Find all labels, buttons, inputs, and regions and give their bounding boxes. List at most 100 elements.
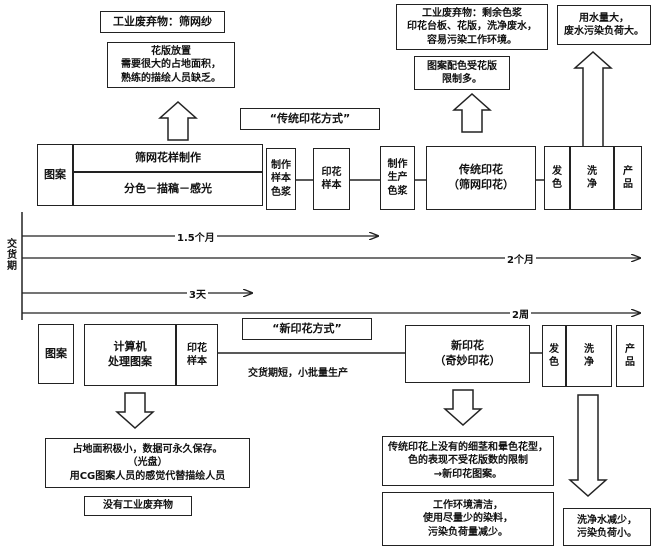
note-line: 工业废弃物：剩余色浆 — [422, 7, 522, 19]
box-label: 图案 — [44, 167, 66, 181]
box-label: 处理图案 — [108, 355, 152, 368]
down-arrow-3 — [568, 394, 608, 498]
box-label: 产 — [623, 165, 633, 177]
note-line: 污染负荷量减少。 — [428, 526, 508, 538]
note-line: （光盘） — [127, 457, 168, 469]
box-label: 色浆 — [387, 185, 408, 197]
note-line: 用水量大， — [579, 12, 629, 24]
note-line: 熟练的描绘人员缺乏。 — [121, 72, 221, 84]
note-no-waste: 没有工业废弃物 — [84, 496, 192, 516]
note-space-data: 占地面积极小，数据可永久保存。 （光盘） 用CG图案人员的感觉代替描绘人员 — [45, 438, 250, 488]
box-label: 净 — [584, 357, 594, 368]
trad-sample-paste-box: 制作 样本 色浆 — [266, 148, 296, 210]
timeline-label-2: 2个月 — [505, 251, 536, 266]
note-line: →新印花图案。 — [433, 468, 503, 480]
box-label: 印花 — [321, 166, 342, 178]
note-line: 用CG图案人员的感觉代替描绘人员 — [69, 470, 226, 482]
box-label: 洗 — [584, 343, 594, 355]
box-label: 制作 — [271, 159, 291, 171]
trad-wash-box: 洗 净 — [570, 146, 614, 210]
trad-product-box: 产 品 — [614, 146, 642, 210]
box-label: 品 — [623, 179, 633, 190]
title-text: “传统印花方式” — [269, 111, 351, 125]
note-line: 工作环境清洁， — [433, 499, 503, 511]
trad-pattern-box: 图案 — [37, 144, 73, 206]
note-fine-pattern: 传统印花上没有的细茎和晕色花型， 色的表现不受花版数的限制 →新印花图案。 — [382, 436, 554, 486]
note-line: 色的表现不受花版数的限制 — [408, 455, 528, 467]
trad-print-main-box: 传统印花 （筛网印花） — [426, 146, 536, 210]
box-label: 色 — [552, 179, 562, 190]
note-line: 印花台板、花版，洗净废水， — [407, 21, 537, 33]
box-label: 净 — [587, 179, 597, 190]
new-print-sample-box: 印花 样本 — [176, 324, 218, 386]
up-arrow-3 — [573, 50, 613, 149]
trad-color-dev-box: 发 色 — [544, 146, 570, 210]
note-plate-storage: 花版放置 需要很大的占地面积， 熟练的描绘人员缺乏。 — [107, 42, 235, 88]
box-label: 筛网花样制作 — [135, 150, 201, 164]
note-line: 污染负荷小。 — [577, 528, 637, 539]
new-pattern-box: 图案 — [38, 324, 74, 384]
new-wash-box: 洗 净 — [566, 325, 612, 387]
new-computer-box: 计算机 处理图案 — [84, 324, 176, 386]
note-clean-env: 工作环境清洁， 使用尽量少的染料， 污染负荷量减少。 — [382, 492, 554, 546]
new-color-dev-box: 发 色 — [542, 325, 566, 387]
box-label: 传统印花 — [459, 163, 503, 177]
new-product-box: 产 品 — [616, 325, 644, 387]
note-line: 占地面积极小，数据可永久保存。 — [72, 443, 223, 455]
box-label: 色 — [549, 357, 559, 368]
note-screen-waste: 工业废弃物：筛网纱 — [100, 11, 225, 33]
box-label: 印花 — [187, 342, 207, 354]
box-label: 分色－描稿－感光 — [124, 181, 212, 195]
note-line: 使用尽量少的染料， — [423, 513, 513, 525]
box-label: 发 — [549, 343, 559, 355]
timeline-label-4: 2周 — [510, 306, 531, 321]
note-water-use: 用水量大， 废水污染负荷大。 — [557, 5, 651, 45]
timeline-label-1: 1.5个月 — [175, 229, 217, 244]
title-text: “新印花方式” — [272, 321, 342, 335]
note-text: 没有工业废弃物 — [103, 500, 173, 512]
trad-print-sample-box: 印花 样本 — [313, 148, 350, 210]
down-arrow-1 — [115, 392, 155, 430]
note-line: 容易污染工作环境。 — [427, 34, 517, 46]
note-line: 洗净水减少， — [577, 514, 637, 526]
up-arrow-1 — [158, 100, 198, 141]
note-less-water: 洗净水减少， 污染负荷小。 — [563, 508, 651, 546]
box-label: 洗 — [587, 165, 597, 177]
delivery-note: 交货期短，小批量生产 — [248, 368, 348, 379]
box-label: 图案 — [45, 346, 67, 360]
box-label: 计算机 — [113, 340, 147, 354]
up-arrow-2 — [452, 92, 492, 133]
note-text: 工业废弃物：筛网纱 — [113, 14, 212, 28]
trad-production-paste-box: 制作 生产 色浆 — [380, 146, 415, 210]
trad-screen-making-box: 筛网花样制作 — [73, 144, 263, 172]
box-label: 制作 — [387, 158, 408, 170]
note-color-limit: 图案配色受花版 限制多。 — [414, 56, 510, 90]
box-label: 品 — [625, 357, 635, 368]
down-arrow-2 — [443, 389, 483, 427]
timeline-axis-label: 交货期 — [4, 238, 16, 271]
traditional-title: “传统印花方式” — [240, 108, 380, 130]
box-label: 样本 — [321, 180, 342, 191]
note-line: 废水污染负荷大。 — [564, 26, 644, 37]
box-label: 发 — [552, 165, 562, 177]
note-paste-waste: 工业废弃物：剩余色浆 印花台板、花版，洗净废水， 容易污染工作环境。 — [396, 4, 548, 50]
note-line: 花版放置 — [151, 45, 191, 57]
box-label: 新印花 — [451, 339, 484, 353]
box-label: 生产 — [387, 172, 408, 184]
box-label: （奇妙印花） — [434, 354, 501, 367]
trad-separation-box: 分色－描稿－感光 — [73, 172, 263, 206]
box-label: 色浆 — [271, 186, 291, 198]
note-line: 需要很大的占地面积， — [121, 59, 221, 71]
note-line: 传统印花上没有的细茎和晕色花型， — [388, 441, 548, 453]
note-line: 限制多。 — [442, 74, 482, 85]
box-label: 样本 — [271, 173, 291, 185]
box-label: 产 — [625, 343, 635, 355]
new-print-main-box: 新印花 （奇妙印花） — [405, 325, 530, 383]
box-label: （筛网印花） — [448, 178, 514, 191]
box-label: 样本 — [187, 356, 207, 367]
new-title: “新印花方式” — [242, 318, 372, 340]
note-line: 图案配色受花版 — [427, 60, 497, 72]
timeline-label-3: 3天 — [187, 286, 208, 301]
